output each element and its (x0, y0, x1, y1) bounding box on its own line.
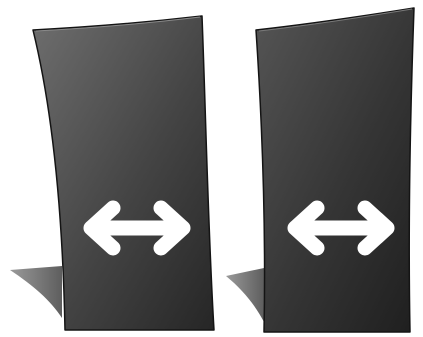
right-panel-shadow (226, 268, 264, 322)
left-panel (10, 16, 214, 330)
right-panel-body (256, 8, 414, 332)
right-panel (226, 8, 414, 332)
left-panel-shadow (10, 266, 62, 318)
